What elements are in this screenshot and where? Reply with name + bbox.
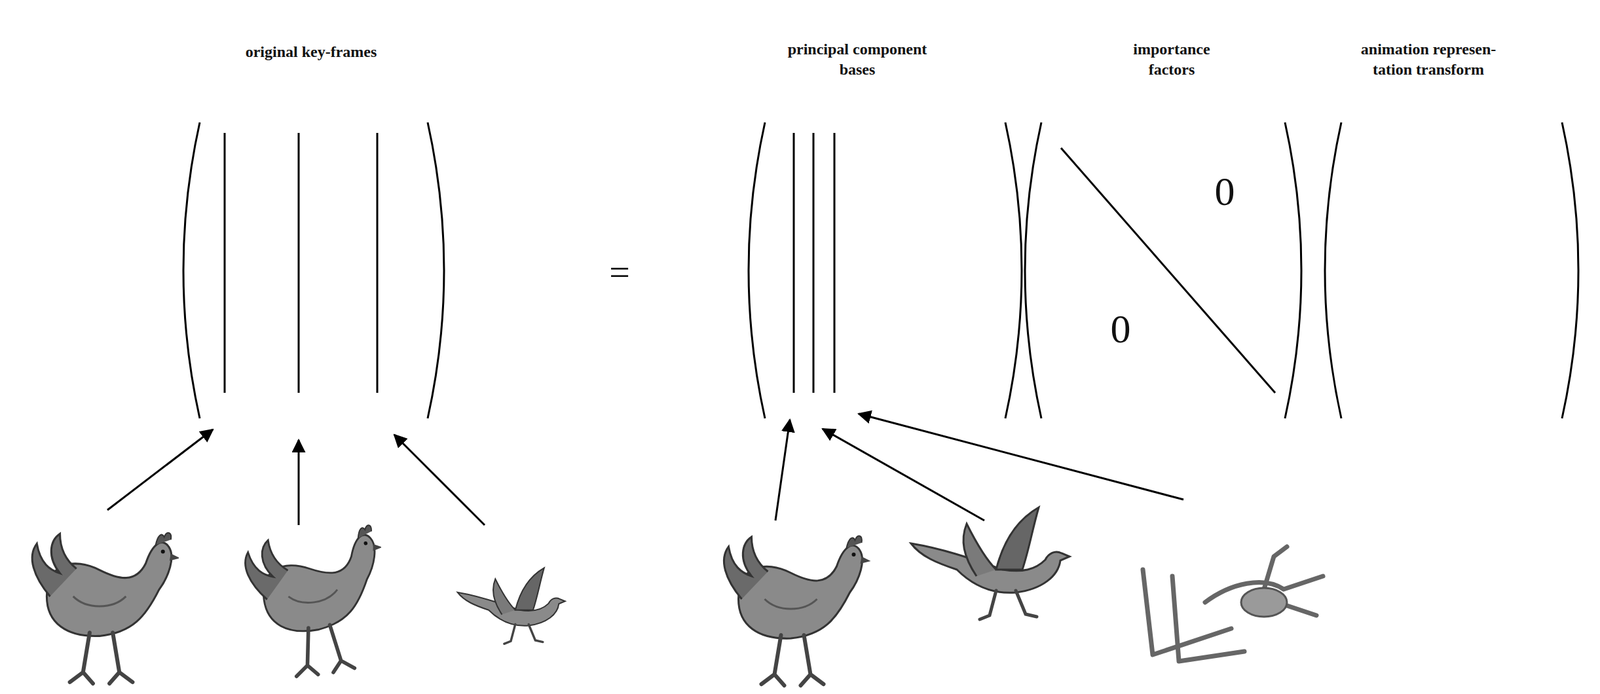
column-heading: animation represen- tation transform [1346, 39, 1511, 80]
zero-entry: 0 [1214, 165, 1236, 219]
column-heading: importance factors [1119, 39, 1225, 80]
equals-sign: = [609, 248, 631, 297]
column-heading: principal component bases [775, 39, 940, 80]
column-heading: original key-frames [245, 41, 378, 63]
zero-entry: 0 [1110, 302, 1132, 356]
